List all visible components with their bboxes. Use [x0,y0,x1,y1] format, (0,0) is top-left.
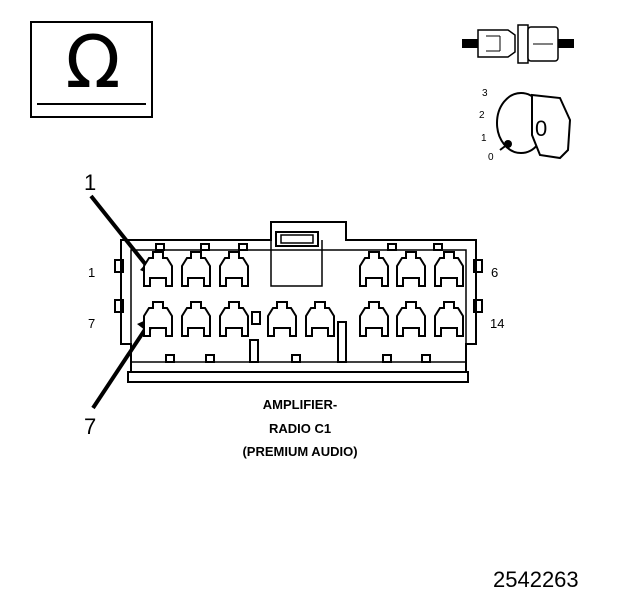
ohm-symbol: Ω [65,20,121,104]
terminal-cavity-2 [181,251,211,287]
ignition-position-0: 0 [488,152,494,163]
terminal-cavity-9 [219,301,249,337]
terminal-cavity-11 [305,301,335,337]
connector-plug-icon [462,24,574,64]
terminal-cavity-14 [434,301,464,337]
terminal-cavity-10 [267,301,297,337]
ignition-position-3: 3 [482,88,488,99]
ignition-position-1: 1 [481,133,487,144]
terminal-cavity-5 [396,251,426,287]
ignition-key-label: 0 [535,116,548,141]
terminal-cavity-3 [219,251,249,287]
caption-line-1: AMPLIFIER- [262,397,338,412]
terminal-cavity-13 [396,301,426,337]
ohm-icon [30,21,153,118]
pin-label-1: 1 [88,265,96,280]
caption-line-2: RADIO C1 [268,421,332,436]
ignition-position-2: 2 [479,110,485,121]
terminal-cavity-4 [359,251,389,287]
pin-label-7: 7 [88,316,96,331]
terminal-cavity-1 [143,251,173,287]
connector-body [114,221,483,383]
terminal-cavities [143,251,464,337]
pin-label-6: 6 [491,265,499,280]
ignition-switch-icon [496,92,572,160]
callout-label-1: 1 [84,170,97,195]
callout-label-7: 7 [84,414,97,439]
pin-label-14: 14 [490,316,505,331]
caption-line-3: (PREMIUM AUDIO) [242,444,358,459]
terminal-cavity-6 [434,251,464,287]
terminal-cavity-7 [143,301,173,337]
terminal-cavity-12 [359,301,389,337]
figure-number: 2542263 [493,567,579,592]
terminal-cavity-8 [181,301,211,337]
